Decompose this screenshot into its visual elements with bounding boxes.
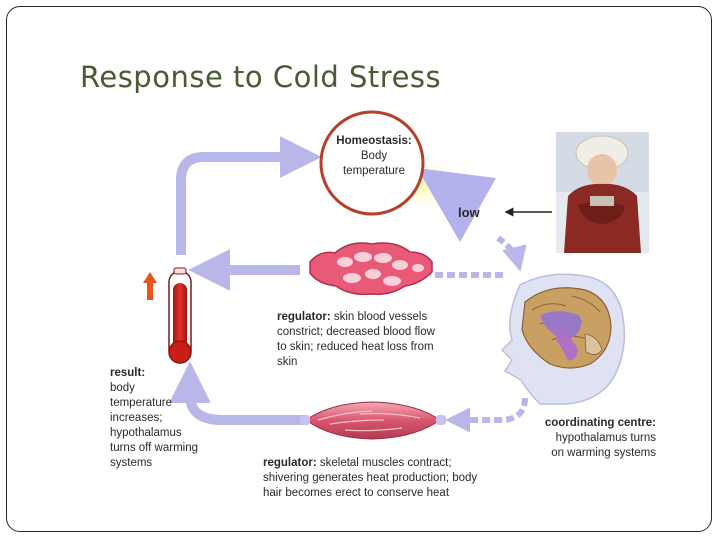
regulator-text: shivering generates heat production; bod… [263, 472, 478, 484]
regulator-text: skin blood vessels [330, 311, 428, 323]
regulator-text: skeletal muscles contract; [316, 457, 452, 469]
homeostasis-circle [319, 110, 425, 216]
thermometer-icon [168, 267, 192, 364]
result-text: body [110, 382, 135, 394]
regulator-text: to skin; reduced heat loss from [277, 341, 434, 353]
loop-arrow-top-left [176, 136, 322, 255]
result-text: temperature [110, 397, 173, 409]
regulator-text: hair becomes erect to conserve heat [263, 487, 450, 499]
regulator-muscles-label: regulator: skeletal muscles contract; sh… [263, 456, 513, 501]
homeostasis-label: Homeostasis: Body temperature [322, 134, 426, 179]
regulator-heading: regulator: [263, 457, 317, 469]
result-label: result: body temperature increases; hypo… [110, 366, 220, 471]
coordinating-centre-label: coordinating centre: hypothalamus turns … [516, 416, 656, 461]
stimulus-arrow [417, 168, 496, 242]
muscle-illustration [300, 401, 446, 440]
result-heading: result: [110, 367, 146, 379]
homeostasis-line: Body [360, 150, 388, 162]
result-text: increases; [110, 412, 163, 424]
loop-arrow-brain-to-muscle [444, 397, 528, 433]
homeostasis-line: temperature [342, 165, 405, 177]
cold-person-photo [556, 132, 649, 253]
result-text: hypothalamus [110, 427, 182, 439]
coordinating-centre-heading: coordinating centre: [544, 417, 656, 429]
blood-vessel-illustration [309, 242, 433, 296]
coordinating-centre-text: hypothalamus turns [555, 432, 656, 444]
regulator-heading: regulator: [277, 311, 331, 323]
result-text: systems [110, 457, 153, 469]
regulator-text: constrict; decreased blood flow [277, 326, 435, 338]
regulator-text: skin [277, 356, 298, 368]
result-text: turns off warming [110, 442, 198, 454]
increase-arrow [143, 272, 157, 300]
stimulus-label: low [458, 205, 480, 220]
dashed-arrow-to-brain [496, 235, 527, 272]
slide-title: Response to Cold Stress [80, 60, 442, 94]
homeostasis-heading: Homeostasis: [336, 135, 412, 147]
regulator-vessels-label: regulator: skin blood vessels constrict;… [277, 310, 457, 370]
loop-arrow-muscle-to-thermometer [169, 361, 306, 425]
brain-head-illustration [500, 273, 626, 405]
coordinating-centre-text: on warming systems [551, 447, 656, 459]
